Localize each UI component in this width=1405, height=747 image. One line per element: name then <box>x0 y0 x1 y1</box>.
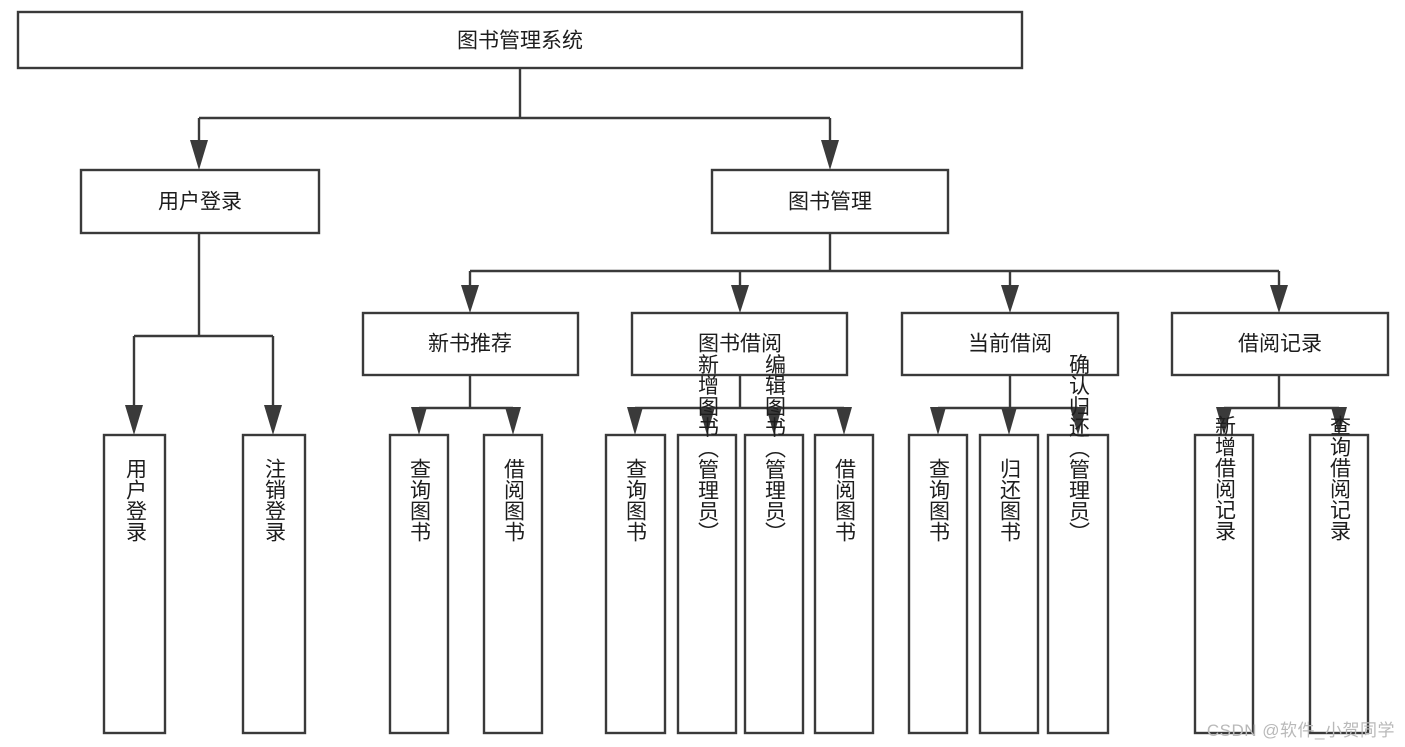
node-borrow-record-label: 借阅记录 <box>1238 333 1322 356</box>
arrow-borrowrecord-to-leaf2 <box>1331 407 1347 435</box>
node-leaf-borrow-book-2[interactable]: 借阅图书 <box>813 433 875 735</box>
node-user-login[interactable]: 用户登录 <box>79 168 321 235</box>
node-root-label: 图书管理系统 <box>457 30 583 53</box>
csdn-watermark: CSDN @软件_小贺同学 <box>1206 721 1395 740</box>
node-leaf-add-record-box[interactable] <box>1193 433 1255 735</box>
node-book-manage[interactable]: 图书管理 <box>710 168 950 235</box>
node-leaf-borrow-book-1-label: 借阅图书 <box>502 458 526 542</box>
node-leaf-edit-book-label: 编辑图书（管理员） <box>763 354 787 543</box>
connector-layer <box>125 68 1347 435</box>
arrow-currentborrow-to-leaf3 <box>1070 407 1086 435</box>
arrow-bookmanage-to-borrow <box>731 285 749 313</box>
arrow-userlogin-to-leaf2 <box>264 405 282 435</box>
node-leaf-query-record-box[interactable] <box>1308 433 1370 735</box>
node-leaf-query-book-3[interactable]: 查询图书 <box>907 433 969 735</box>
node-current-borrow-label: 当前借阅 <box>968 333 1052 356</box>
arrow-bookborrow-to-leaf3 <box>766 407 782 435</box>
node-leaf-query-record[interactable]: 查询借阅记录 <box>1308 415 1370 735</box>
node-leaf-logout-box[interactable] <box>241 433 307 735</box>
arrow-borrowrecord-to-leaf1 <box>1216 407 1232 435</box>
node-borrow-record-box[interactable] <box>1170 311 1390 377</box>
node-leaf-borrow-book-2-box[interactable] <box>813 433 875 735</box>
node-leaf-add-book-box[interactable] <box>676 433 738 735</box>
node-new-book-rec-box[interactable] <box>361 311 580 377</box>
node-current-borrow-box[interactable] <box>900 311 1120 377</box>
node-book-borrow-label: 图书借阅 <box>698 333 782 356</box>
node-leaf-logout[interactable]: 注销登录 <box>241 433 307 735</box>
arrow-currentborrow-to-leaf2 <box>1001 407 1017 435</box>
node-user-login-label: 用户登录 <box>158 191 242 214</box>
arrow-bookmanage-to-current <box>1001 285 1019 313</box>
node-borrow-record[interactable]: 借阅记录 <box>1170 311 1390 377</box>
node-book-borrow-box[interactable] <box>630 311 849 377</box>
node-leaf-confirm-return[interactable]: 确认归还（管理员） <box>1046 354 1110 735</box>
node-leaf-query-book-2-label: 查询图书 <box>624 458 648 542</box>
arrow-newbook-to-leaf2 <box>505 407 521 435</box>
node-leaf-borrow-book-1[interactable]: 借阅图书 <box>482 433 544 735</box>
node-leaf-borrow-book-1-box[interactable] <box>482 433 544 735</box>
node-leaf-return-book[interactable]: 归还图书 <box>978 433 1040 735</box>
node-current-borrow[interactable]: 当前借阅 <box>900 311 1120 377</box>
arrow-bookborrow-to-leaf1 <box>627 407 643 435</box>
node-new-book-rec-label: 新书推荐 <box>428 333 512 356</box>
node-leaf-user-login[interactable]: 用户登录 <box>102 433 167 735</box>
node-book-borrow[interactable]: 图书借阅 <box>630 311 849 377</box>
node-leaf-query-record-label: 查询借阅记录 <box>1328 415 1352 541</box>
node-leaf-user-login-label: 用户登录 <box>124 458 148 542</box>
arrow-root-to-user-login <box>190 140 208 170</box>
node-book-manage-box[interactable] <box>710 168 950 235</box>
node-leaf-query-book-1[interactable]: 查询图书 <box>388 433 450 735</box>
node-leaf-query-book-2[interactable]: 查询图书 <box>604 433 667 735</box>
node-leaf-return-book-label: 归还图书 <box>998 458 1022 542</box>
node-book-manage-label: 图书管理 <box>788 191 872 214</box>
arrow-newbook-to-leaf1 <box>411 407 427 435</box>
arrow-bookmanage-to-newbook <box>461 285 479 313</box>
node-leaf-add-book[interactable]: 新增图书（管理员） <box>676 354 738 735</box>
node-leaf-user-login-box[interactable] <box>102 433 167 735</box>
node-leaf-logout-label: 注销登录 <box>263 458 287 542</box>
arrow-currentborrow-to-leaf1 <box>930 407 946 435</box>
node-leaf-confirm-return-box[interactable] <box>1046 433 1110 735</box>
node-leaf-borrow-book-2-label: 借阅图书 <box>833 458 857 542</box>
node-layer: 图书管理系统 用户登录 图书管理 新书推荐 图书借阅 当前 <box>16 10 1390 735</box>
node-leaf-query-book-1-box[interactable] <box>388 433 450 735</box>
node-leaf-query-book-2-box[interactable] <box>604 433 667 735</box>
node-root-box[interactable] <box>16 10 1024 70</box>
arrow-bookborrow-to-leaf2 <box>699 407 715 435</box>
node-leaf-add-record-label: 新增借阅记录 <box>1213 415 1237 541</box>
node-leaf-add-book-label: 新增图书（管理员） <box>696 354 720 543</box>
node-user-login-box[interactable] <box>79 168 321 235</box>
arrow-root-to-book-manage <box>821 140 839 170</box>
arrow-bookborrow-to-leaf4 <box>836 407 852 435</box>
node-leaf-query-book-1-label: 查询图书 <box>408 458 432 542</box>
node-new-book-rec[interactable]: 新书推荐 <box>361 311 580 377</box>
node-leaf-edit-book[interactable]: 编辑图书（管理员） <box>743 354 805 735</box>
arrow-userlogin-to-leaf1 <box>125 405 143 435</box>
node-leaf-confirm-return-label: 确认归还（管理员） <box>1067 354 1091 543</box>
node-leaf-add-record[interactable]: 新增借阅记录 <box>1193 415 1255 735</box>
node-leaf-return-book-box[interactable] <box>978 433 1040 735</box>
arrow-bookmanage-to-record <box>1270 285 1288 313</box>
node-leaf-query-book-3-label: 查询图书 <box>927 458 951 542</box>
node-leaf-query-book-3-box[interactable] <box>907 433 969 735</box>
node-leaf-edit-book-box[interactable] <box>743 433 805 735</box>
node-root[interactable]: 图书管理系统 <box>16 10 1024 70</box>
